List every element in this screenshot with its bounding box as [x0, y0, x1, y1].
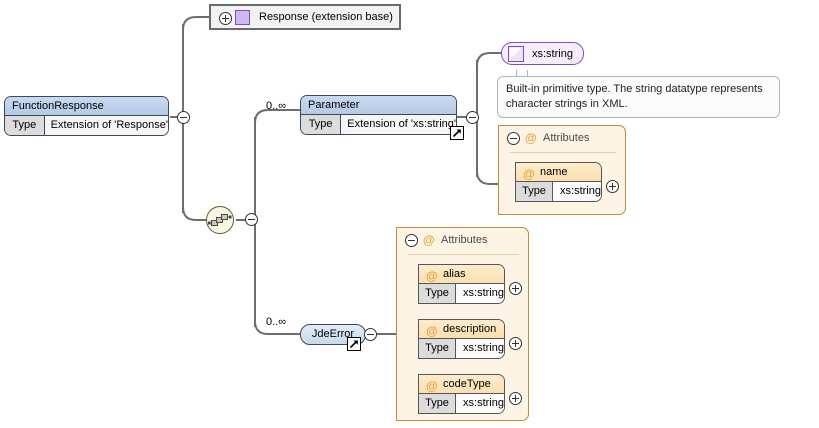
at-sign-icon: @: [426, 324, 438, 338]
attribute-alias-header: @ alias: [419, 265, 504, 284]
simple-type-xs-string[interactable]: xs:string: [501, 42, 584, 65]
collapse-icon-parameter[interactable]: [466, 111, 479, 124]
attribute-name[interactable]: @ name Type xs:string: [515, 162, 602, 202]
extension-base-label: Response (extension base): [259, 11, 393, 23]
arrow-glyph-icon: [452, 129, 461, 138]
attribute-code-type-header: @ codeType: [419, 375, 504, 394]
simple-type-icon: [508, 45, 524, 62]
attributes-divider: [408, 254, 519, 255]
element-jde-error-label: JdeError: [311, 328, 355, 340]
expand-icon-attribute-alias[interactable]: [509, 282, 522, 295]
element-parameter-type-row: Type Extension of 'xs:string': [301, 115, 456, 134]
type-label: Type: [301, 115, 342, 134]
type-label: Type: [516, 182, 554, 201]
external-reference-arrow-icon-parameter[interactable]: [450, 126, 464, 140]
type-label: Type: [419, 284, 457, 303]
collapse-icon-compositor[interactable]: [245, 213, 258, 226]
attribute-alias-type-row: Type xs:string: [419, 284, 504, 303]
type-value: Extension of 'Response': [44, 116, 168, 135]
attribute-code-type-label: codeType: [443, 378, 491, 390]
expand-icon-attribute-code-type[interactable]: [509, 392, 522, 405]
sequence-glyph-icon: [208, 214, 232, 226]
collapse-icon-function-response[interactable]: [177, 111, 190, 124]
type-value: xs:string: [456, 339, 504, 358]
element-parameter-name: Parameter: [301, 96, 456, 115]
attribute-description-header: @ description: [419, 320, 504, 339]
at-sign-icon: @: [426, 269, 438, 283]
type-value: xs:string: [553, 182, 601, 201]
element-function-response-type-row: Type Extension of 'Response': [5, 116, 168, 135]
attribute-name-type-row: Type xs:string: [516, 182, 601, 201]
collapse-icon-attributes-parameter[interactable]: [507, 132, 520, 145]
element-function-response-name: FunctionResponse: [5, 97, 168, 116]
complex-type-swatch-icon: [235, 9, 250, 25]
type-value: Extension of 'xs:string': [341, 115, 456, 134]
at-sign-icon: @: [426, 379, 438, 393]
attribute-name-header: @ name: [516, 163, 601, 182]
arrow-glyph-icon: [349, 340, 358, 349]
attribute-description-type-row: Type xs:string: [419, 339, 504, 358]
attributes-title: Attributes: [543, 132, 590, 144]
expand-icon-attribute-description[interactable]: [509, 337, 522, 350]
attribute-code-type[interactable]: @ codeType Type xs:string: [418, 374, 505, 414]
at-sign-icon: @: [523, 167, 535, 181]
type-value: xs:string: [456, 284, 504, 303]
documentation-balloon-tail: [516, 70, 528, 77]
attributes-divider: [510, 152, 616, 153]
at-sign-icon: @: [423, 233, 435, 247]
cardinality-parameter: 0..∞: [266, 100, 287, 112]
attribute-code-type-type-row: Type xs:string: [419, 394, 504, 413]
attribute-name-label: name: [540, 166, 568, 178]
type-label: Type: [419, 394, 457, 413]
attributes-container-jde-error: @ Attributes @ alias Type xs:string @ de…: [396, 227, 529, 421]
cardinality-jde-error: 0..∞: [266, 316, 287, 328]
type-value: xs:string: [456, 394, 504, 413]
attributes-container-parameter: @ Attributes @ name Type xs:string: [498, 125, 626, 215]
type-label: Type: [5, 116, 45, 135]
collapse-icon-attributes-jde-error[interactable]: [405, 234, 418, 247]
sequence-compositor-icon[interactable]: [206, 206, 234, 234]
documentation-balloon: Built-in primitive type. The string data…: [497, 76, 780, 118]
external-reference-arrow-icon-jde-error[interactable]: [347, 337, 361, 351]
collapse-icon-jde-error[interactable]: [364, 328, 377, 341]
element-function-response[interactable]: FunctionResponse Type Extension of 'Resp…: [4, 96, 169, 136]
expand-icon-response-base[interactable]: [219, 12, 232, 25]
type-label: Type: [419, 339, 457, 358]
attributes-title: Attributes: [441, 234, 488, 246]
extension-base-response[interactable]: Response (extension base): [209, 4, 401, 30]
attribute-alias[interactable]: @ alias Type xs:string: [418, 264, 505, 304]
attribute-description[interactable]: @ description Type xs:string: [418, 319, 505, 359]
element-parameter[interactable]: Parameter Type Extension of 'xs:string': [300, 95, 457, 135]
documentation-text: Built-in primitive type. The string data…: [506, 83, 763, 110]
attribute-description-label: description: [443, 323, 497, 335]
expand-icon-attribute-name[interactable]: [606, 180, 619, 193]
at-sign-icon: @: [525, 131, 537, 145]
simple-type-label: xs:string: [532, 47, 573, 60]
attribute-alias-label: alias: [443, 268, 466, 280]
